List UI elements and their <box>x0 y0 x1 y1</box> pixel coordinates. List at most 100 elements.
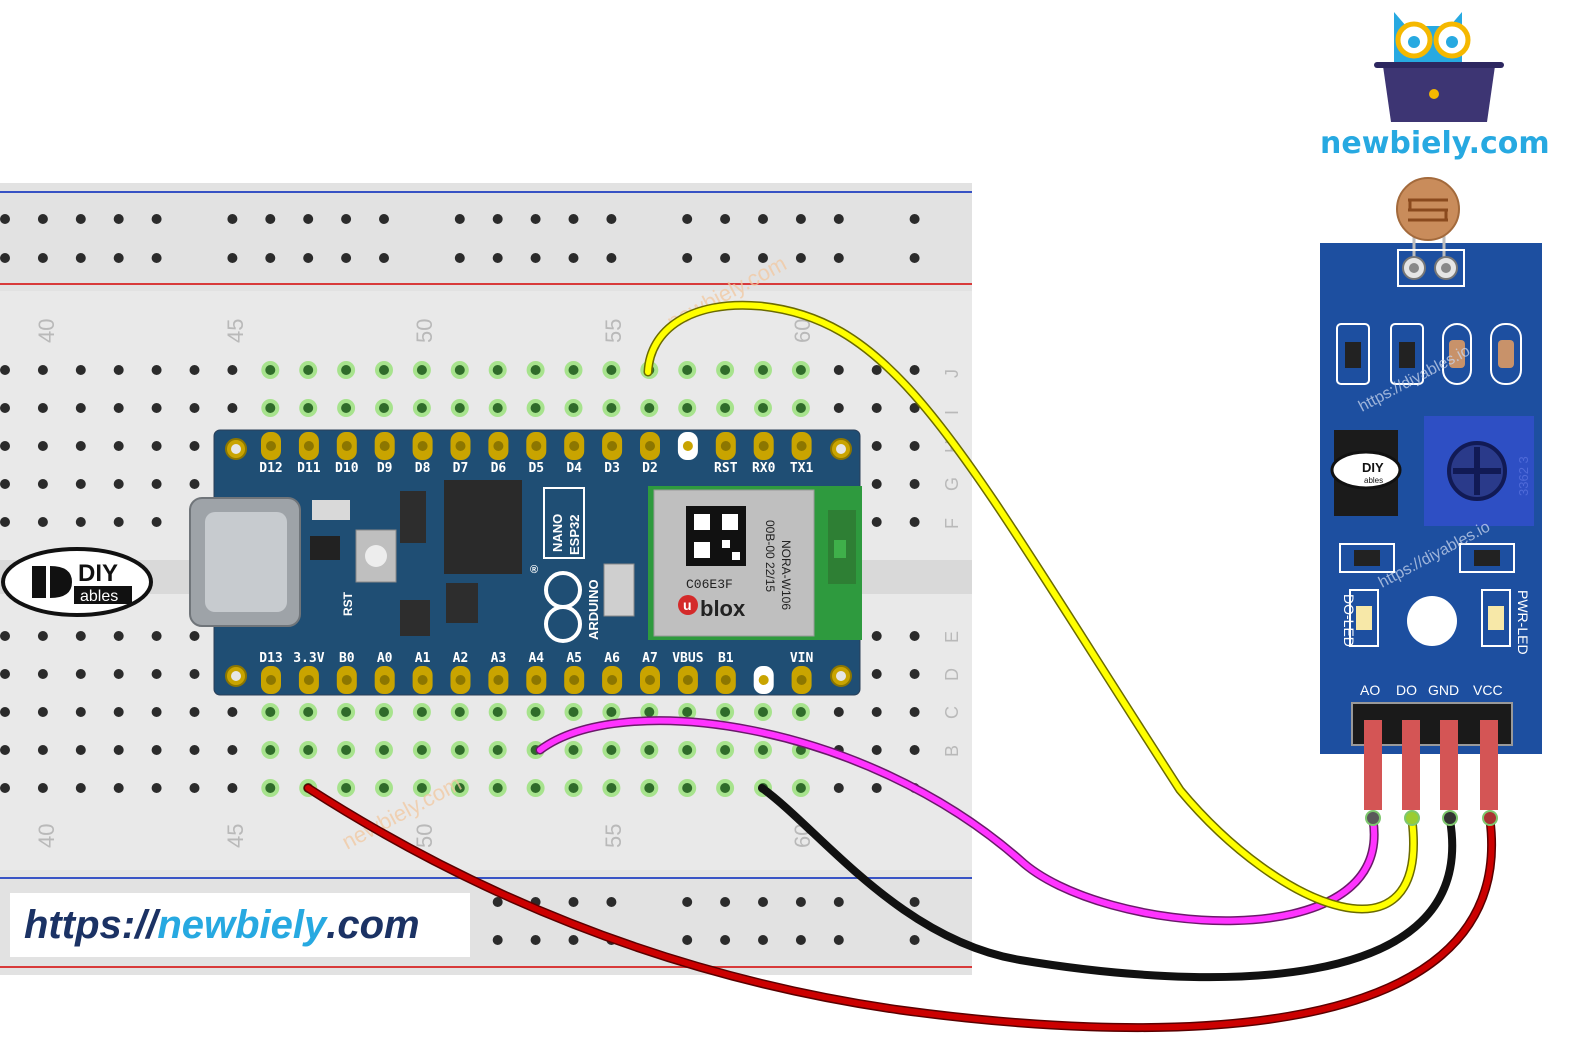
board-pin-label: B0 <box>339 651 355 666</box>
breadboard-hole <box>758 935 768 945</box>
breadboard-hole <box>227 707 238 717</box>
breadboard-hole <box>530 365 541 375</box>
sensor-logo-diy: DIY <box>1362 460 1384 475</box>
board-pin-label: D2 <box>642 461 658 476</box>
board-pin-hole <box>720 675 731 685</box>
breadboard-hole <box>113 707 124 717</box>
breadboard-hole <box>606 365 617 375</box>
breadboard-hole <box>303 707 314 717</box>
sensor-pin-ao-label: AO <box>1360 682 1380 698</box>
breadboard-hole <box>227 745 238 755</box>
breadboard-hole <box>909 745 920 755</box>
breadboard-hole <box>151 631 162 641</box>
board-pin-label: D9 <box>377 461 393 476</box>
breadboard-hole <box>189 669 200 679</box>
url-suffix: .com <box>326 902 420 947</box>
breadboard-hole <box>682 253 693 263</box>
board-pin-hole <box>758 675 769 685</box>
board-pin-hole <box>455 441 466 451</box>
col-label: 45 <box>223 319 248 343</box>
breadboard-hole <box>341 214 352 224</box>
breadboard-hole <box>682 707 693 717</box>
board-pin-hole <box>682 441 693 451</box>
breadboard-hole <box>833 403 844 413</box>
breadboard-hole <box>682 783 693 793</box>
breadboard-hole <box>37 403 48 413</box>
breadboard-hole <box>720 897 731 907</box>
pot-code: 3362 3 <box>1516 456 1531 496</box>
board-pin-label: TX1 <box>790 461 814 476</box>
breadboard-hole <box>379 783 389 793</box>
breadboard-hole <box>682 897 693 907</box>
sensor-pin-vcc-label: VCC <box>1473 682 1503 698</box>
breadboard-hole <box>416 707 427 717</box>
row-label: B <box>942 745 962 757</box>
board-pin-label: A3 <box>491 651 507 666</box>
row-label: I <box>942 410 962 415</box>
row-label: G <box>942 477 962 491</box>
breadboard-hole <box>720 783 731 793</box>
board-pin-hole <box>796 441 807 451</box>
breadboard-hole <box>644 745 655 755</box>
breadboard-hole <box>492 783 503 793</box>
breadboard-hole <box>113 669 124 679</box>
breadboard-hole <box>795 365 806 375</box>
board-pin-hole <box>682 675 693 685</box>
breadboard-hole <box>113 365 124 375</box>
breadboard-hole <box>720 707 731 717</box>
breadboard-hole <box>151 441 162 451</box>
breadboard-hole <box>606 707 617 717</box>
breadboard-hole <box>492 403 503 413</box>
breadboard-hole <box>909 365 920 375</box>
breadboard-hole <box>75 214 86 224</box>
breadboard-hole <box>113 783 124 793</box>
breadboard-hole <box>265 365 276 375</box>
breadboard-hole <box>37 253 48 263</box>
breadboard-hole <box>909 707 920 717</box>
board-pin-label: B1 <box>718 651 734 666</box>
breadboard-hole <box>151 783 162 793</box>
breadboard-hole <box>833 707 844 717</box>
breadboard-hole <box>682 365 693 375</box>
breadboard-hole <box>606 214 617 224</box>
breadboard-hole <box>227 783 238 793</box>
breadboard-hole <box>795 253 806 263</box>
breadboard-hole <box>416 403 427 413</box>
breadboard-hole <box>303 403 314 413</box>
breadboard-hole <box>265 783 276 793</box>
breadboard-hole <box>682 214 693 224</box>
breadboard-hole <box>75 631 86 641</box>
breadboard-hole <box>909 631 920 641</box>
breadboard-hole <box>909 214 920 224</box>
board-pin-hole <box>607 675 618 685</box>
col-label: 40 <box>34 824 59 848</box>
breadboard-hole <box>644 707 655 717</box>
board-pin-label: D3 <box>604 461 620 476</box>
breadboard-hole <box>909 253 920 263</box>
breadboard-hole <box>189 365 200 375</box>
board-pin-label: A1 <box>415 651 431 666</box>
board-name-line2: ESP32 <box>567 515 582 555</box>
board-pin-label: D10 <box>335 461 359 476</box>
breadboard-hole <box>833 783 844 793</box>
website-url-banner[interactable]: https://newbiely.com <box>10 893 470 957</box>
breadboard-hole <box>113 517 124 527</box>
breadboard-hole <box>871 517 882 527</box>
breadboard-hole <box>341 707 352 717</box>
breadboard-hole <box>909 897 920 907</box>
wire-do-yellow <box>645 302 1417 912</box>
breadboard-hole <box>568 707 579 717</box>
breadboard-hole <box>265 745 276 755</box>
breadboard-hole <box>37 783 48 793</box>
chip <box>444 480 522 574</box>
breadboard-hole <box>871 631 882 641</box>
brand-site-name[interactable]: newbiely.com <box>1320 126 1550 161</box>
breadboard-hole <box>492 253 503 263</box>
breadboard-hole <box>720 365 731 375</box>
breadboard-hole <box>606 403 617 413</box>
breadboard-hole <box>75 365 86 375</box>
breadboard-hole <box>227 253 238 263</box>
module-code1: C06E3F <box>686 577 733 592</box>
breadboard-hole <box>379 365 389 375</box>
